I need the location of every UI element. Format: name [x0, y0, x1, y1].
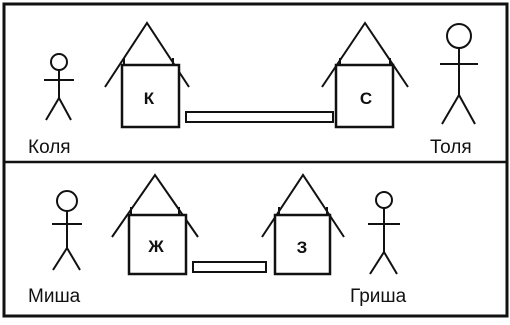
- plank-top: [185, 111, 334, 123]
- plank-bottom: [192, 261, 267, 273]
- house-z: [261, 173, 345, 276]
- person-kolya: [44, 53, 74, 121]
- house-letter-s: С: [360, 89, 372, 108]
- house-letter-k: К: [144, 89, 155, 108]
- house-letter-zh: Ж: [147, 237, 164, 256]
- house-k: [104, 21, 190, 129]
- person-tolya: [440, 23, 478, 125]
- person-grisha: [368, 191, 400, 275]
- person-misha: [52, 190, 82, 271]
- house-zh: [111, 173, 199, 276]
- outer-frame: [2, 2, 509, 318]
- label-misha: Миша: [28, 286, 81, 307]
- label-tolya: Толя: [430, 137, 472, 158]
- label-grisha: Гриша: [350, 286, 407, 307]
- label-kolya: Коля: [28, 137, 71, 158]
- house-s: [321, 21, 409, 129]
- house-letter-z: З: [297, 238, 308, 257]
